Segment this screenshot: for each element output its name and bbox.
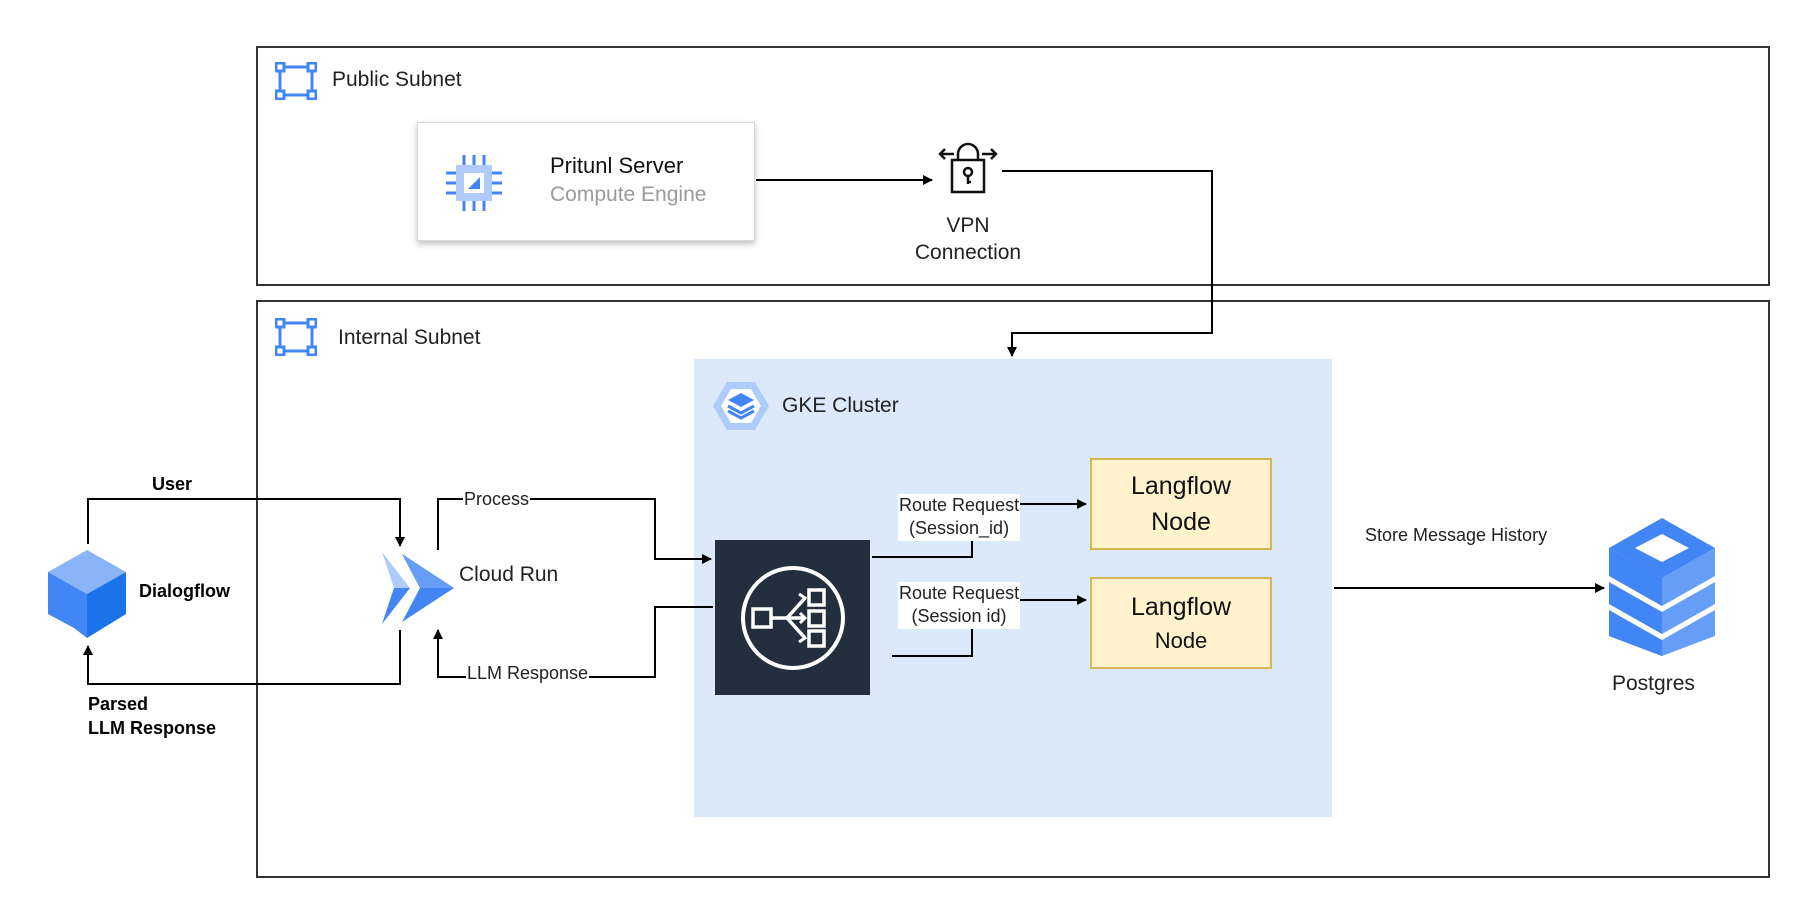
pritunl-server-card[interactable]: Pritunl Server Compute Engine [417, 122, 755, 241]
vpn-lock-icon [938, 142, 998, 194]
compute-engine-chip-icon [446, 155, 502, 211]
pritunl-server-name: Pritunl Server [550, 153, 684, 178]
edge-label-user: User [152, 474, 193, 494]
vpn-label-line2: Connection [914, 241, 1022, 264]
langflow-node-2[interactable]: Langflow Node [1090, 577, 1272, 669]
edge-label-parsed-line1: Parsed [88, 694, 149, 714]
edge-label-route-request-1: Route Request (Session_id) [898, 494, 1021, 541]
edge-label-route-request-1-line2: (Session_id) [909, 518, 1010, 539]
langflow-node-1[interactable]: Langflow Node [1090, 458, 1272, 550]
pritunl-server-service: Compute Engine [550, 183, 707, 206]
gke-icon [713, 382, 769, 430]
load-balancer-icon [741, 566, 845, 670]
edge-label-route-request-2-line1: Route Request [899, 583, 1020, 603]
langflow-node-1-line1: Langflow [1130, 471, 1232, 500]
edge-label-route-request-2-line2: (Session id) [911, 606, 1007, 627]
langflow-node-2-line2: Node [1154, 628, 1208, 654]
dialogflow-icon [48, 550, 126, 638]
cloud-run-label: Cloud Run [459, 563, 559, 586]
load-balancer[interactable] [715, 540, 870, 695]
edge-label-parsed-line2: LLM Response [88, 718, 217, 738]
langflow-node-1-line2: Node [1151, 508, 1211, 536]
vpn-label-line1: VPN [946, 214, 990, 237]
edge-label-store-history: Store Message History [1364, 524, 1549, 548]
postgres-cylinder-icon [1609, 518, 1715, 656]
internal-subnet-title: Internal Subnet [338, 326, 481, 349]
edge-label-llm-response: LLM Response [466, 662, 590, 686]
public-subnet-title: Public Subnet [332, 68, 462, 91]
edge-label-process: Process [463, 488, 531, 512]
public-subnet-icon [275, 62, 317, 100]
langflow-node-2-line1: Langflow [1130, 592, 1232, 621]
edge-label-route-request-1-line1: Route Request [899, 495, 1020, 515]
cloud-run-icon [382, 552, 454, 624]
dialogflow-label: Dialogflow [139, 581, 230, 601]
gke-title: GKE Cluster [782, 394, 899, 417]
edge-label-route-request-2: Route Request (Session id) [898, 582, 1021, 629]
internal-subnet-icon [275, 318, 317, 356]
postgres-label: Postgres [1612, 672, 1695, 695]
